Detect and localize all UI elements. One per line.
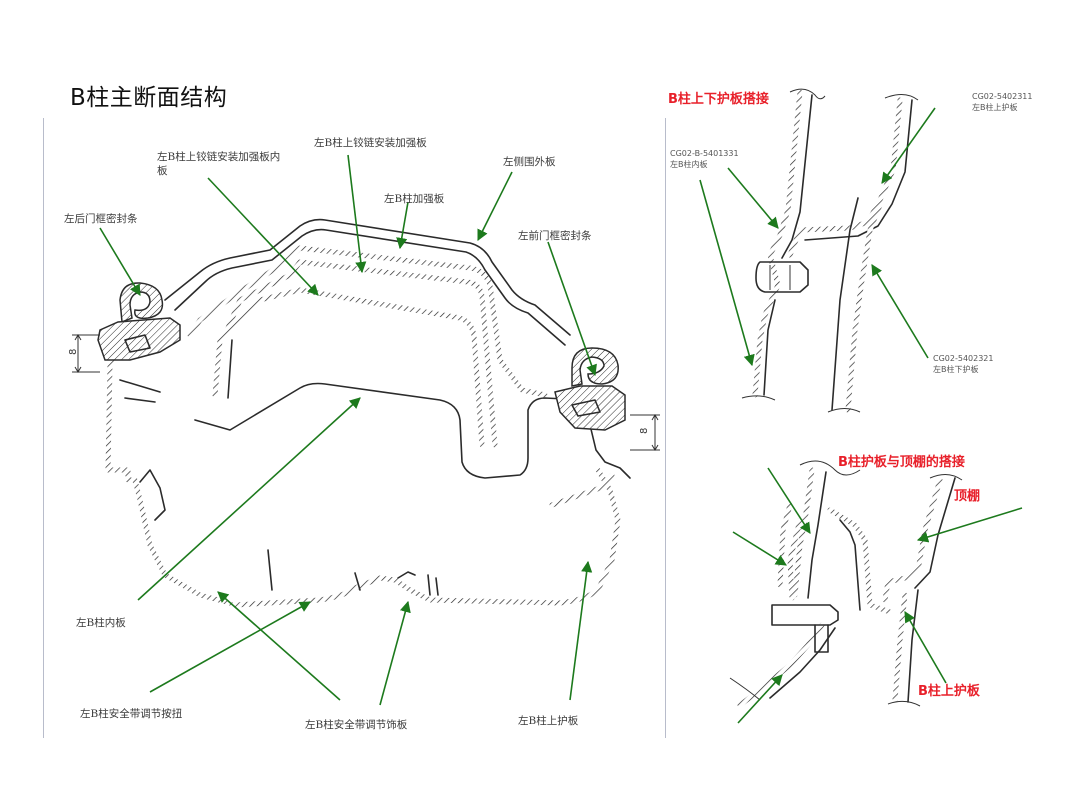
b-upper-trim-label: B柱上护板 xyxy=(918,683,981,699)
lower-trim-strip xyxy=(845,202,883,413)
label-side-outer: 左侧围外板 xyxy=(503,155,556,168)
label-front-seal: 左前门框密封条 xyxy=(518,229,592,242)
main-section xyxy=(72,218,660,608)
page-title: B柱主断面结构 xyxy=(70,85,228,111)
inner-panel-left xyxy=(105,327,233,606)
lower-diag-strip xyxy=(737,622,825,708)
inner-panel-edge xyxy=(763,94,813,396)
inner-break-bottom xyxy=(741,395,776,401)
small-strip-b xyxy=(787,517,803,601)
b-pillar-reinforcement xyxy=(187,245,548,398)
detail-bottom-leaders xyxy=(732,467,1023,724)
label-hinge-reinf: 左B柱上铰链安装加强板 xyxy=(314,136,427,149)
label-hinge-inner-1: 左B柱上铰链安装加强板内 xyxy=(157,150,280,163)
label-rear-seal: 左后门框密封条 xyxy=(64,212,138,225)
dimension-left xyxy=(72,334,100,373)
label-hinge-inner-2: 板 xyxy=(157,164,168,177)
headliner-edge xyxy=(914,477,956,589)
upper-trim-strip xyxy=(787,97,903,258)
center-divider-line xyxy=(665,118,666,738)
left-border-line xyxy=(43,118,44,738)
inner-edge-2 xyxy=(839,519,861,611)
detail-bottom-drawing xyxy=(729,460,963,708)
right-bracket xyxy=(549,472,615,508)
main-leaders xyxy=(99,154,597,706)
rear-door-seal-base xyxy=(97,317,181,361)
front-seal-lip xyxy=(571,399,601,417)
inner-panel-code: CG02-B-5401331 xyxy=(670,149,739,158)
inner-panel-name: 左B柱内板 xyxy=(670,159,708,169)
dimension-right-label: 8 xyxy=(639,428,650,434)
inner-edge-1 xyxy=(807,471,827,599)
small-strip-a xyxy=(777,502,793,588)
lower-trim-name: 左B柱下护板 xyxy=(933,364,979,374)
dimension-right xyxy=(630,414,660,451)
hinge-reinforcement-inner xyxy=(212,287,485,448)
bottom-clip-stem xyxy=(814,624,829,653)
hinge-reinf-flange xyxy=(227,339,233,399)
inner-break-top xyxy=(789,88,826,100)
side-outer-panel-inner xyxy=(174,228,566,346)
front-door-seal-base xyxy=(554,385,626,431)
b-upper-break xyxy=(887,700,921,707)
rear-seal-lip xyxy=(124,334,151,353)
inner-panel-strip xyxy=(752,89,803,398)
b-upper-edge xyxy=(907,589,919,703)
lower-trim-code: CG02-5402321 xyxy=(933,354,993,363)
inner-panel-left-trim xyxy=(119,379,161,403)
detail-bottom-title: B柱护板与顶棚的搭接 xyxy=(838,454,965,470)
headliner-strip xyxy=(882,477,943,603)
inner-break xyxy=(799,460,861,476)
right-wall xyxy=(589,424,631,479)
label-belt-button: 左B柱安全带调节按扭 xyxy=(80,707,183,720)
front-door-seal xyxy=(571,347,619,387)
inner-cavity xyxy=(194,382,586,479)
belt-slot xyxy=(267,549,439,596)
lower-diag-edge xyxy=(769,627,836,699)
lower-break xyxy=(729,677,761,701)
hinge-reinforcement xyxy=(222,259,498,448)
label-upper-trim: 左B柱上护板 xyxy=(518,714,579,727)
side-outer-panel xyxy=(164,218,571,336)
belt-clip xyxy=(397,571,416,579)
lower-trim-panel xyxy=(232,467,621,608)
headliner-label: 顶棚 xyxy=(954,488,980,504)
b-upper-strip xyxy=(892,592,908,703)
lower-break xyxy=(827,408,861,413)
label-b-reinf: 左B柱加强板 xyxy=(384,192,445,205)
detail-top-title: B柱上下护板搭接 xyxy=(668,91,769,107)
bottom-clip xyxy=(771,604,839,626)
upper-break xyxy=(884,94,919,101)
detail-top-drawing xyxy=(741,88,919,413)
clip-lines xyxy=(769,265,791,290)
label-belt-trim: 左B柱安全带调节饰板 xyxy=(305,718,408,731)
clip xyxy=(755,261,809,293)
left-step xyxy=(139,469,166,521)
upper-trim-code: CG02-5402311 xyxy=(972,92,1032,101)
headliner-break xyxy=(929,474,963,481)
dimension-left-label: 8 xyxy=(68,349,79,355)
lower-trim-edge xyxy=(831,197,859,411)
rear-door-seal xyxy=(119,282,164,324)
upper-trim-name: 左B柱上护板 xyxy=(972,102,1018,112)
label-inner-panel: 左B柱内板 xyxy=(76,616,126,629)
detail-top-leaders xyxy=(699,107,936,367)
inner-strip-2 xyxy=(827,507,893,615)
